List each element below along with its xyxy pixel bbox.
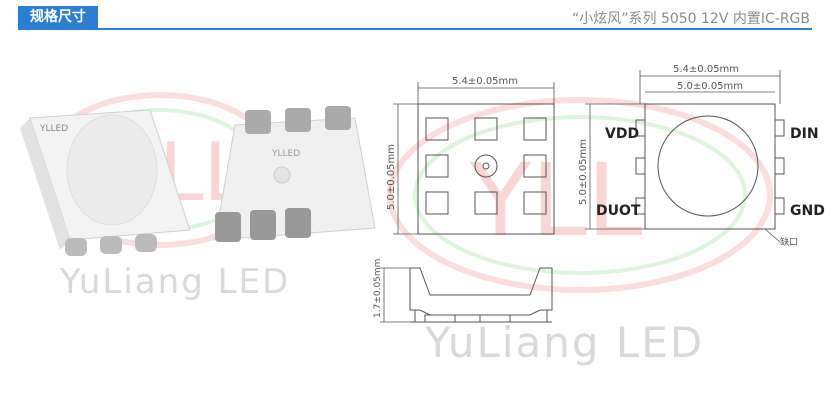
pin-view-drawing <box>585 70 785 243</box>
pin-view-height-dim: 5.0±0.05mm <box>578 139 589 205</box>
notch-label: 缺口 <box>780 236 798 248</box>
pin-view-outer-width-dim: 5.4±0.05mm <box>673 64 739 75</box>
product-subtitle: “小炫风”系列 5050 12V 内置IC-RGB <box>571 11 810 27</box>
section-badge: 规格尺寸 <box>18 6 98 28</box>
watermark-logo-text-right: YLL <box>469 142 643 259</box>
top-view-width-dim: 5.4±0.05mm <box>452 76 518 87</box>
watermark-text-left: YuLiang LED <box>60 262 291 302</box>
pin-view-inner-width-dim: 5.0±0.05mm <box>677 81 743 92</box>
pin-label-vdd: VDD <box>605 126 639 142</box>
header-divider <box>18 28 812 30</box>
top-view-drawing <box>393 82 555 235</box>
section-header: 规格尺寸 “小炫风”系列 5050 12V 内置IC-RGB <box>0 0 830 32</box>
chip-text-left: YLLED <box>39 124 68 134</box>
side-view-drawing <box>380 267 553 323</box>
top-view-height-dim: 5.0±0.05mm <box>386 144 397 210</box>
watermark-logo-right: YLL <box>387 97 773 293</box>
pin-label-gnd: GND <box>790 203 825 219</box>
pin-label-din: DIN <box>790 126 819 142</box>
watermark-text-right: YuLiang LED <box>425 318 705 367</box>
chip-text-right: YLLED <box>271 149 300 159</box>
pin-label-duot: DUOT <box>596 203 641 219</box>
led-chip-top-render: YLLED <box>20 109 191 256</box>
side-view-height-dim: 1.7±0.05mm <box>373 259 383 318</box>
led-chip-bottom-render: YLLED <box>214 106 376 242</box>
